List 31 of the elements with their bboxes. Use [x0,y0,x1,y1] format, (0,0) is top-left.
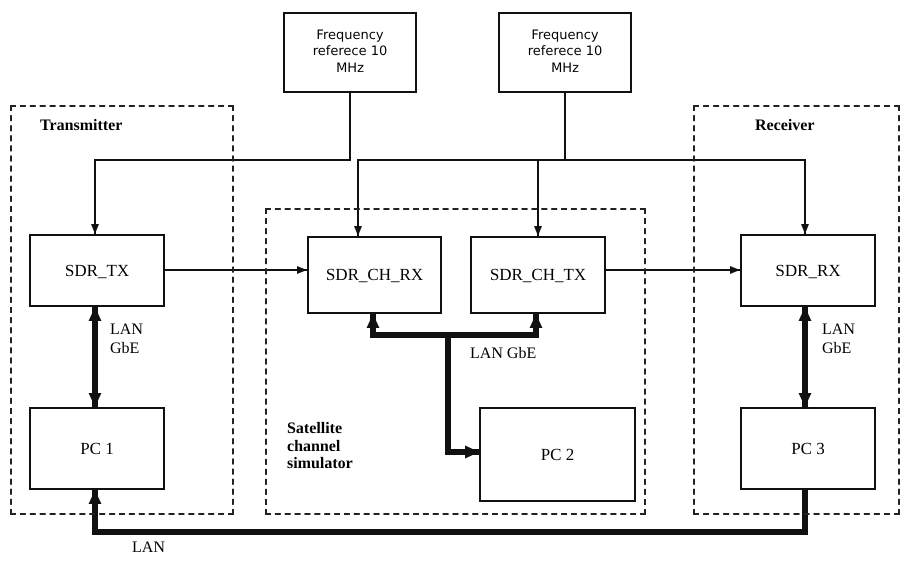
process-box [470,236,606,314]
group-title: Receiver [755,117,815,135]
box-label: SDR_CH_RX [326,265,424,285]
process-box [29,234,165,307]
process-box [283,12,417,93]
dashed-group-frame [10,105,234,515]
box-label: Frequency referece 10 MHz [526,28,604,77]
arrow [165,266,307,274]
process-box [740,234,876,307]
dashed-group-frame [265,208,646,515]
process-box [479,407,636,502]
arrow [564,93,809,234]
box-label: SDR_TX [64,260,130,280]
dashed-group-frame [693,105,900,515]
arrow [88,307,102,407]
group-title: Satellite channel simulator [287,420,354,473]
box-label: SDR_RX [775,260,841,280]
box-label: SDR_CH_TX [490,265,586,285]
group-title: Transmitter [40,117,122,135]
box-label: Frequency referece 10 MHz [312,28,388,77]
box-label: PC 3 [791,438,825,458]
arrow [91,93,351,234]
process-box [740,407,876,490]
arrow [88,490,808,535]
process-box [29,407,165,490]
process-box [498,12,632,93]
arrow [798,307,812,407]
process-box [307,236,442,314]
box-label: PC 2 [540,444,574,464]
arrow [606,266,740,274]
box-label: PC 1 [80,438,114,458]
